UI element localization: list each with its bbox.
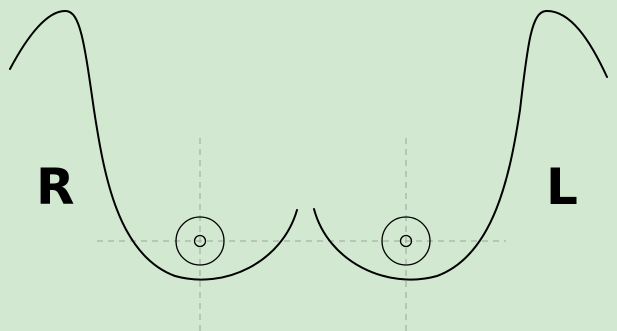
right-side-label: R bbox=[36, 162, 75, 212]
breast-outlines bbox=[10, 11, 607, 280]
left-breast-outline bbox=[314, 11, 607, 280]
guide-lines bbox=[97, 138, 506, 331]
left-side-label: L bbox=[546, 162, 578, 212]
right-breast-outline bbox=[10, 11, 297, 280]
